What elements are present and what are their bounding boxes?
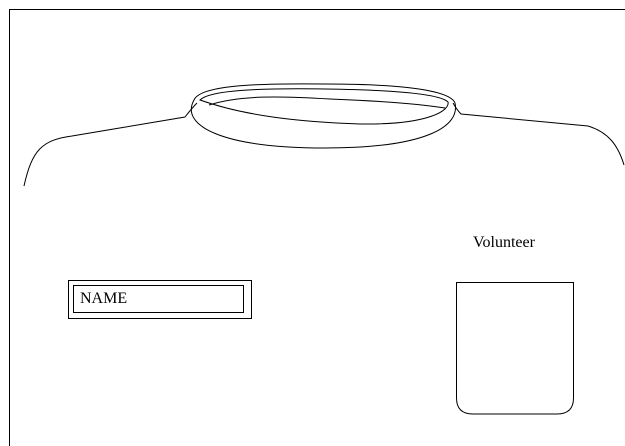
shirt-shoulder-outline	[23, 102, 625, 187]
pocket-label: Volunteer	[473, 234, 535, 251]
name-tag-label: NAME	[80, 290, 128, 307]
name-tag-outer-frame	[68, 280, 252, 319]
shirt-collar-fold	[208, 96, 446, 109]
shirt-collar-outer	[190, 83, 457, 149]
diagram-frame	[9, 9, 625, 446]
name-tag-inner-frame	[73, 285, 244, 313]
shirt-collar-inner	[199, 88, 449, 125]
shirt-pocket	[456, 282, 574, 415]
